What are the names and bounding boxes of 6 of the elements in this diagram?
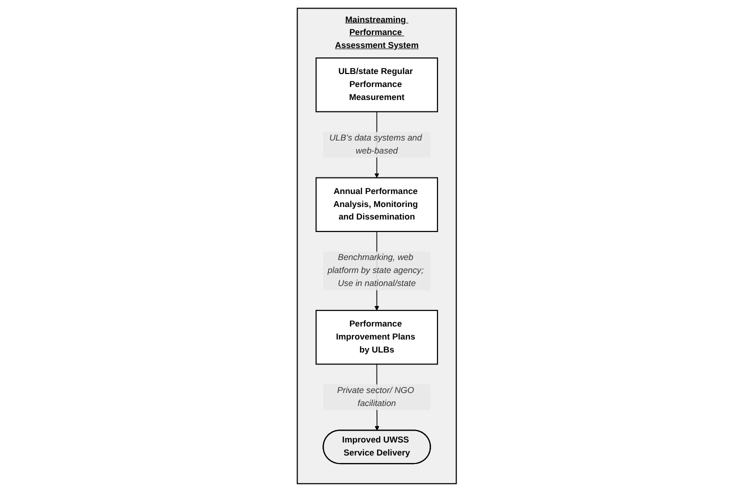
node-box: ULB/state Regular Performance Measurement (315, 57, 438, 112)
edge-label: Private sector/ NGO facilitation (336, 386, 414, 408)
node-box: Performance Improvement Plans by ULBs (315, 310, 438, 365)
edge-label: ULB’s data systems and web-based (329, 133, 422, 156)
node-box: Annual Performance Analysis, Monitoring and Dissemination (315, 177, 438, 232)
edge-label: Benchmarking, web platform by state agency; Use in national/state (327, 253, 424, 288)
